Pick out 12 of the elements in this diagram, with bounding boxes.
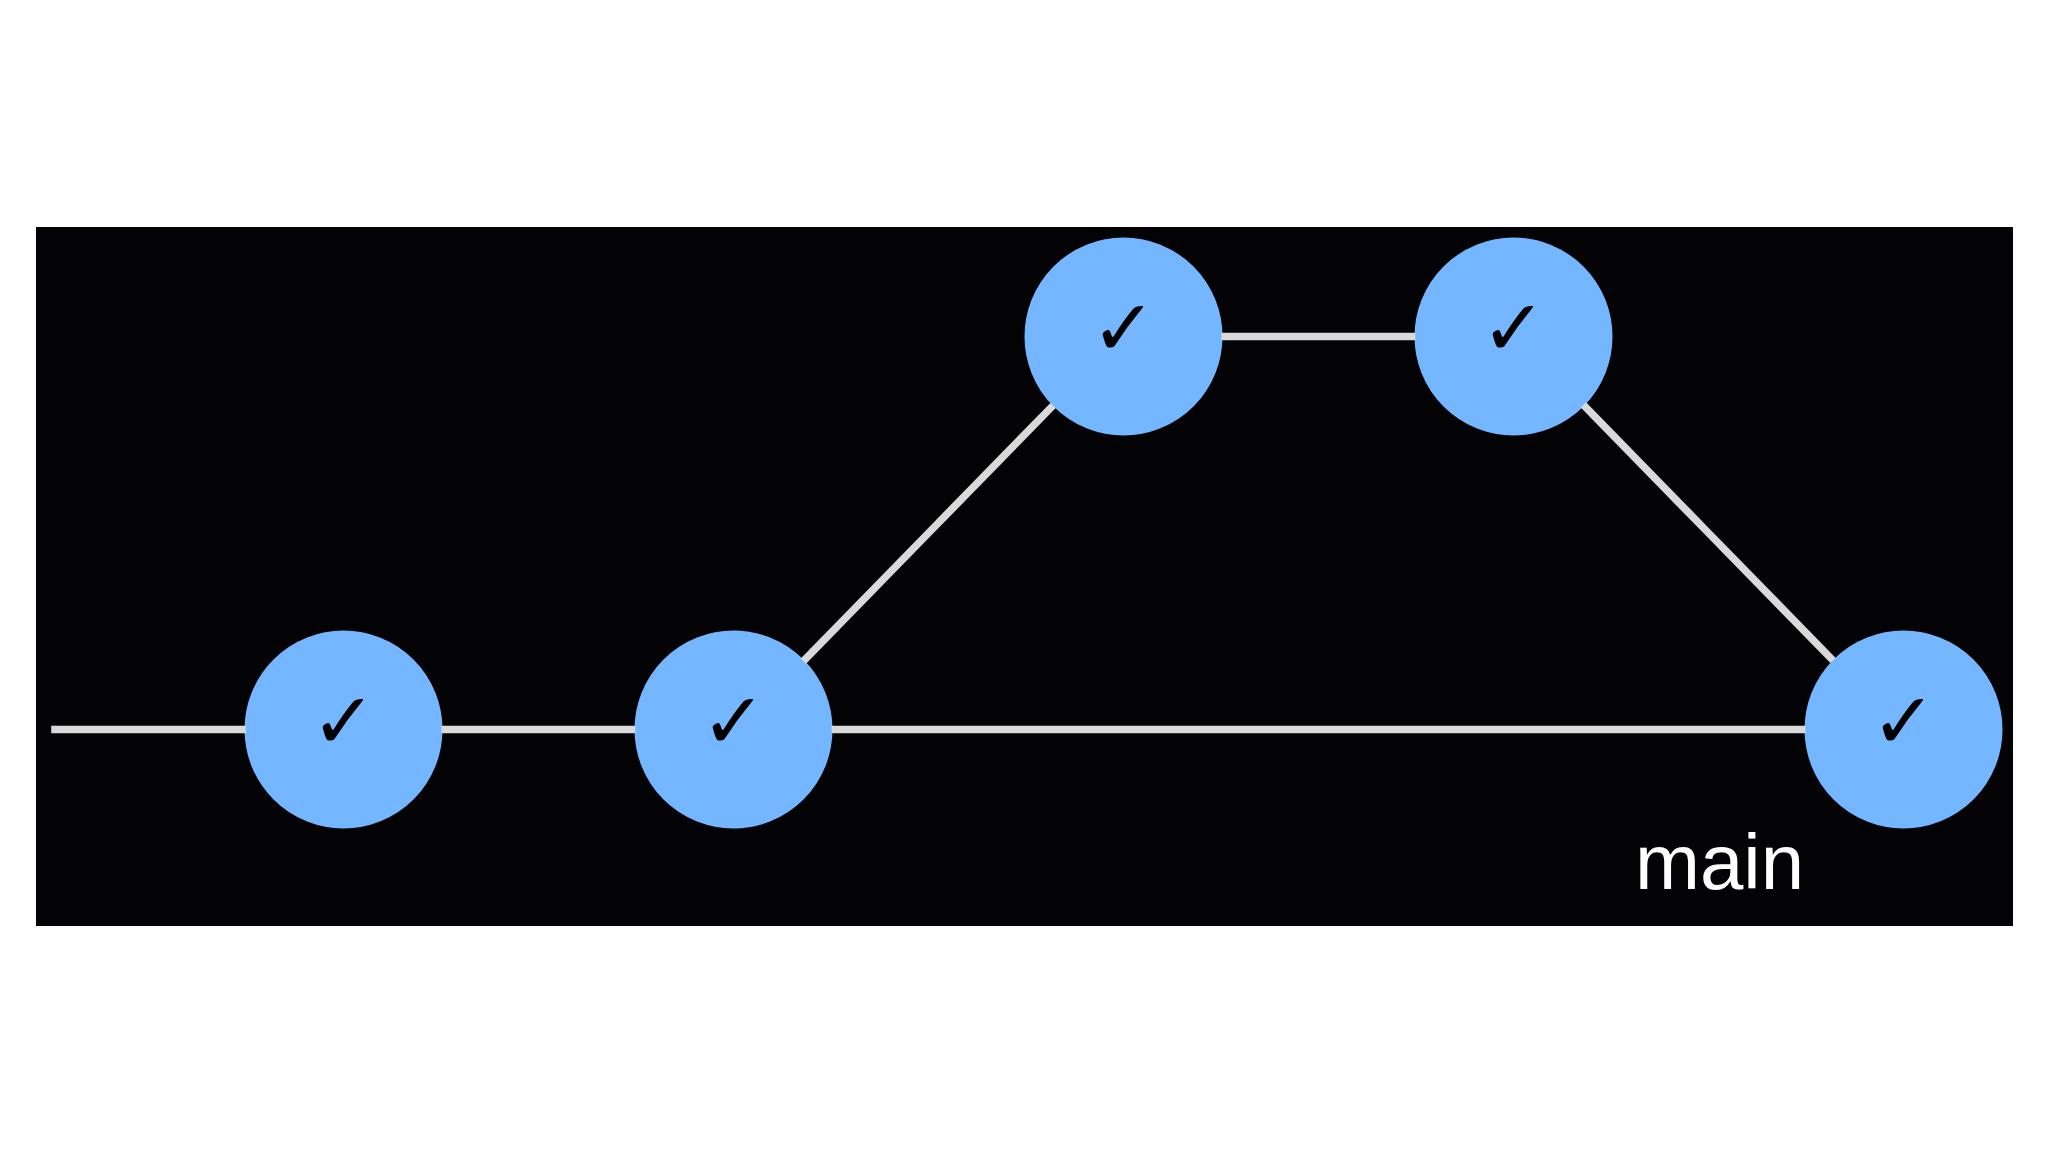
connector	[1580, 401, 1836, 663]
connector	[50, 725, 246, 733]
connector	[831, 725, 1806, 733]
connector	[800, 402, 1056, 664]
node-circle: ✓	[1024, 237, 1222, 435]
node-circle: ✓	[1414, 237, 1612, 435]
node-label: main	[1634, 817, 1804, 906]
node-circle: ✓	[1804, 630, 2002, 828]
connector	[1220, 332, 1415, 340]
node-circle: ✓	[634, 630, 832, 828]
node-circle: ✓	[244, 630, 442, 828]
connector	[440, 725, 635, 733]
